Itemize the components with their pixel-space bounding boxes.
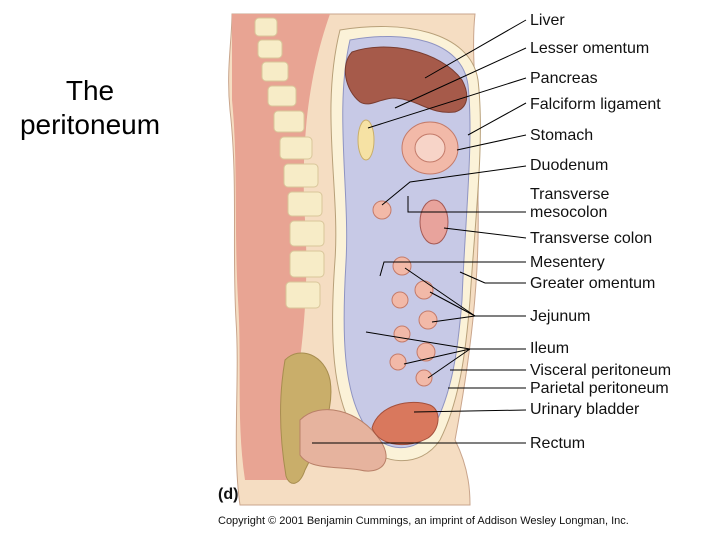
label-lesser-omentum: Lesser omentum xyxy=(530,40,650,57)
vertebral-column xyxy=(254,17,325,309)
label-parietal-peritoneum: Parietal peritoneum xyxy=(530,380,669,397)
label-mesentery: Mesentery xyxy=(530,254,605,271)
leader-lines xyxy=(312,19,527,444)
label-transverse-colon: Transverse colon xyxy=(530,230,653,247)
label-rectum: Rectum xyxy=(530,435,586,452)
rectum xyxy=(299,409,387,472)
label-ileum: Ileum xyxy=(530,340,570,357)
slide-title-line-2: peritoneum xyxy=(19,109,161,140)
label-urinary-bladder: Urinary bladder xyxy=(530,401,640,418)
label-visceral-peritoneum: Visceral peritoneum xyxy=(530,362,672,379)
label-greater-omentum: Greater omentum xyxy=(530,275,656,292)
slide-title: The peritoneum xyxy=(0,74,180,142)
panel-label: (d) xyxy=(218,486,239,503)
slide-title-line-1: The xyxy=(65,75,115,106)
pancreas xyxy=(357,119,375,161)
duodenum xyxy=(372,200,392,220)
transverse-colon xyxy=(419,199,449,245)
label-falciform-ligament: Falciform ligament xyxy=(530,96,661,113)
copyright-notice: Copyright © 2001 Benjamin Cummings, an i… xyxy=(218,515,629,527)
label-transverse-mesocolon-line-1: Transverse xyxy=(530,186,610,203)
label-stomach: Stomach xyxy=(530,127,594,144)
label-liver: Liver xyxy=(530,12,565,29)
label-transverse-mesocolon-line-2: mesocolon xyxy=(530,204,608,221)
label-jejunum: Jejunum xyxy=(530,308,591,325)
label-duodenum: Duodenum xyxy=(530,157,609,174)
liver xyxy=(344,46,468,113)
urinary-bladder xyxy=(371,401,439,446)
label-pancreas: Pancreas xyxy=(530,70,598,87)
small-intestine-loops xyxy=(389,256,438,387)
back-muscle xyxy=(232,14,330,480)
